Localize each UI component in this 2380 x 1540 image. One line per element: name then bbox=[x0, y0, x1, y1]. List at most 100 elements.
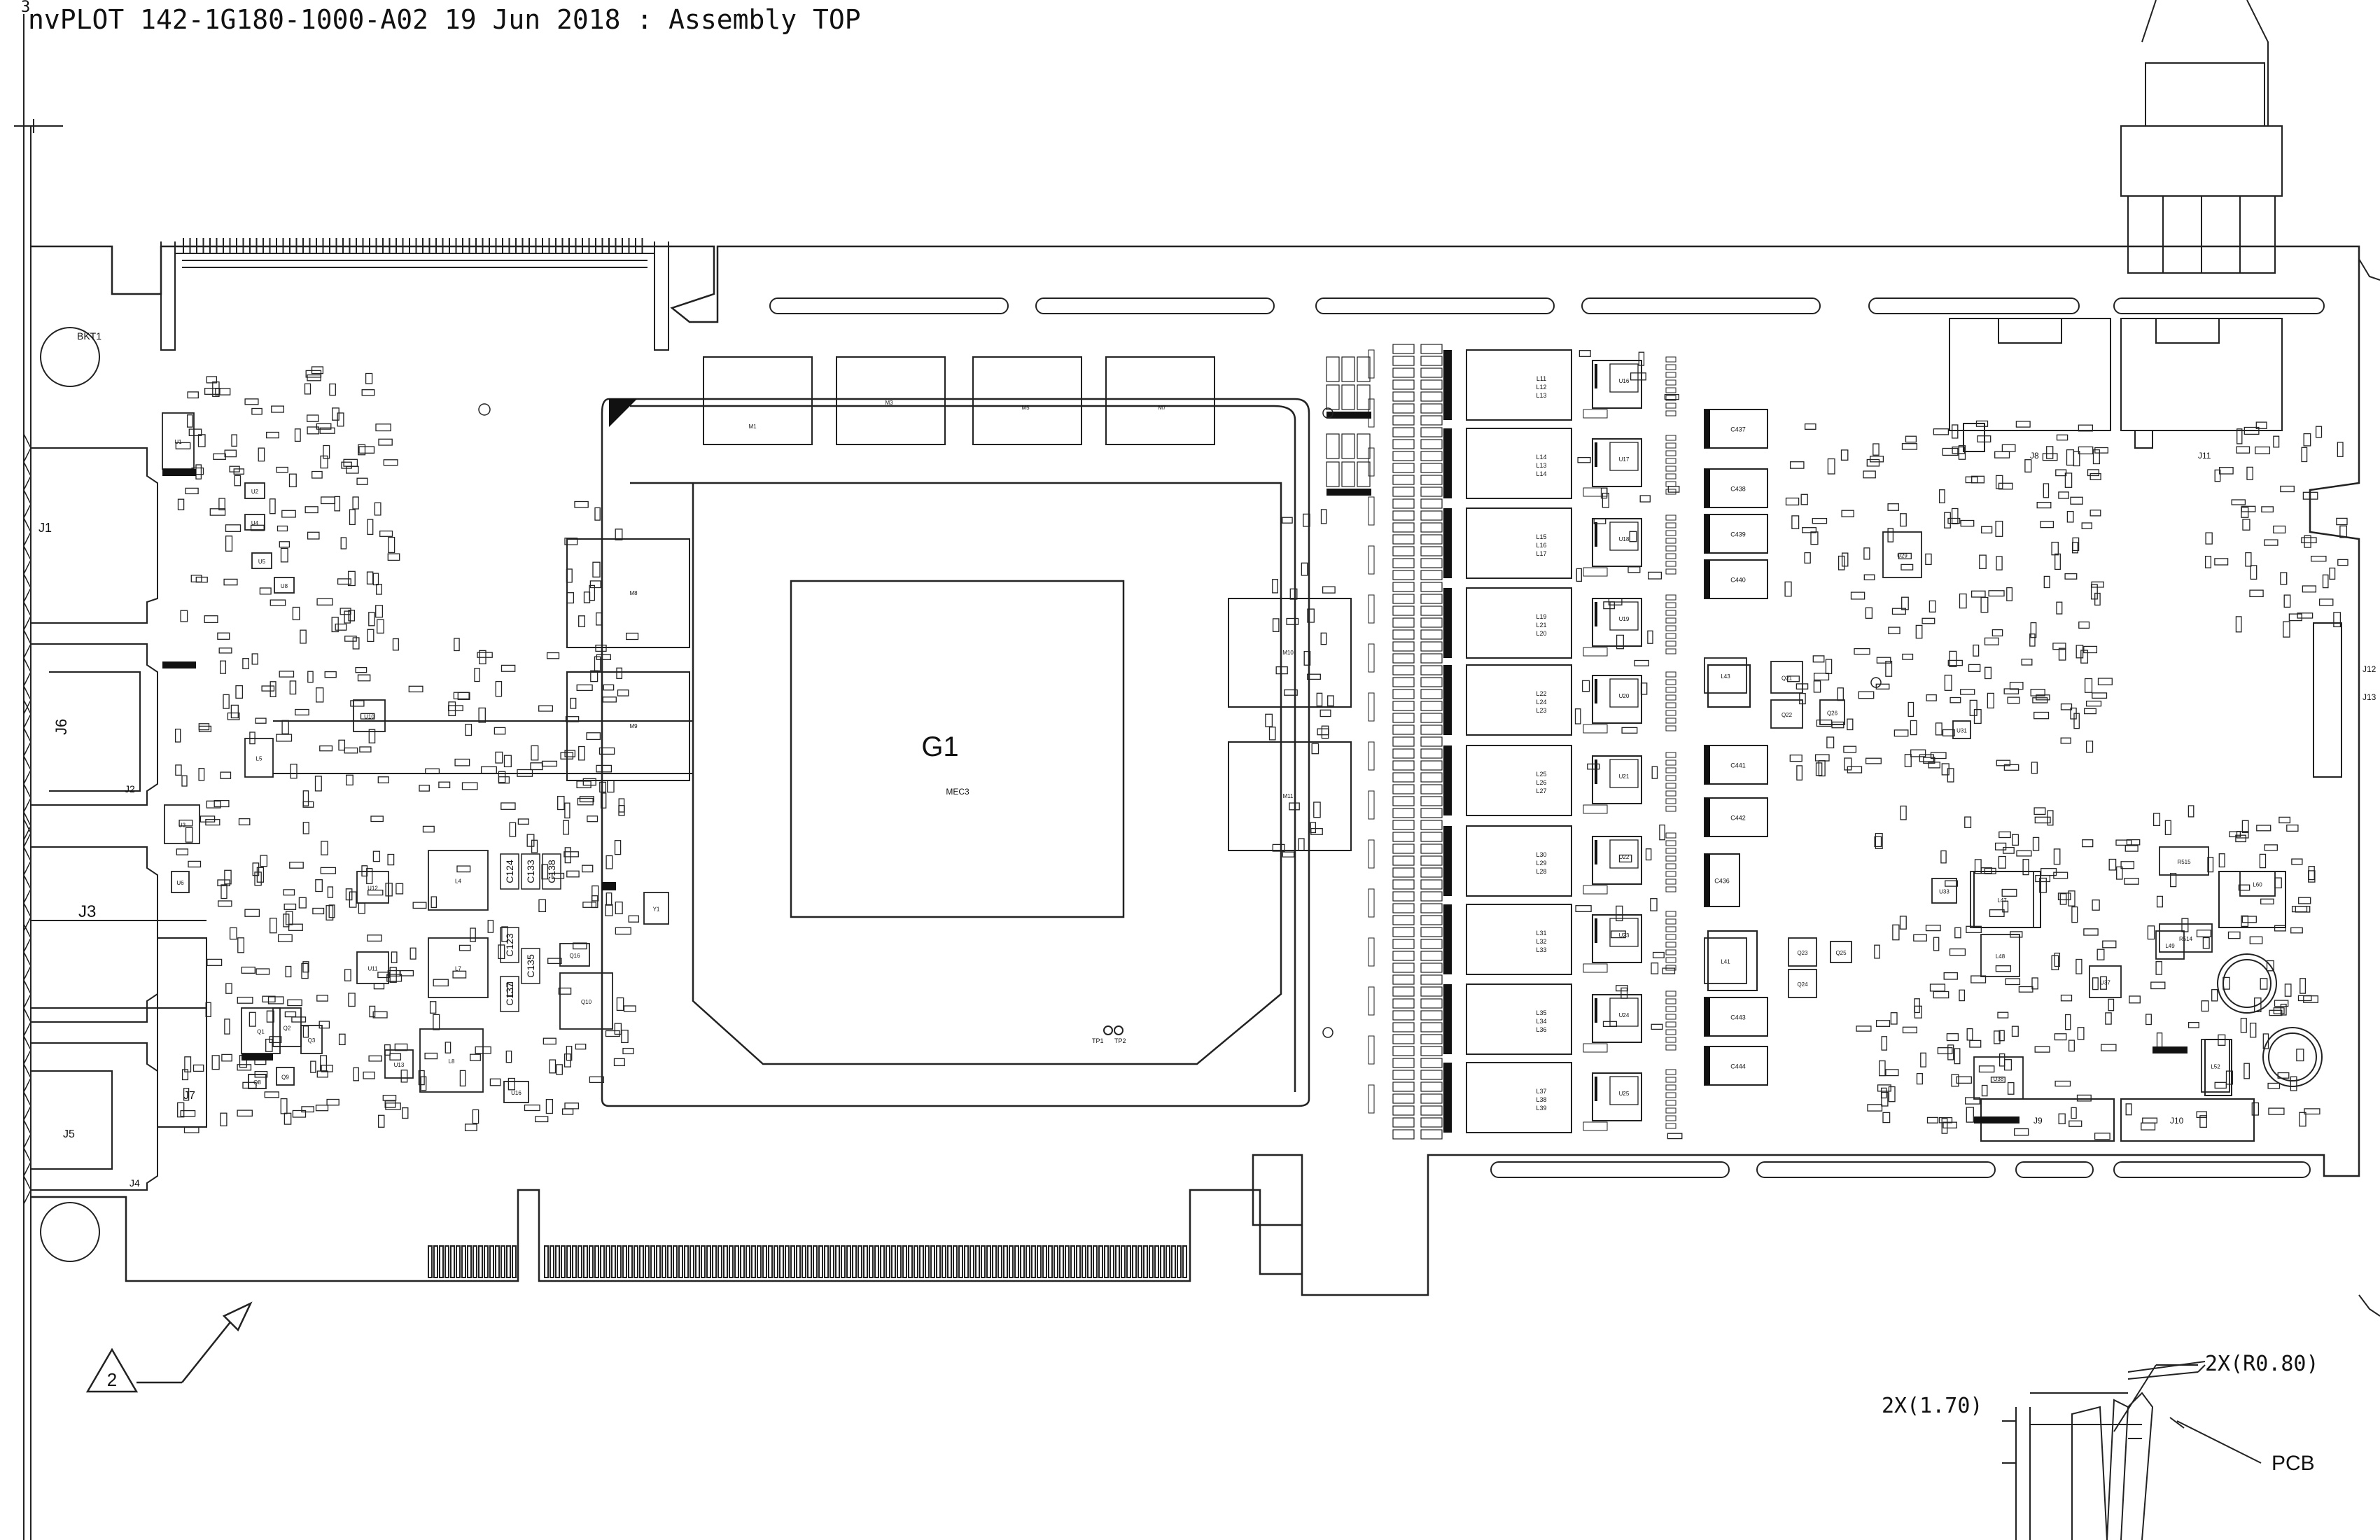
vrm-passive bbox=[1665, 473, 1676, 479]
smd-part bbox=[340, 608, 351, 615]
smd-part bbox=[367, 934, 382, 942]
cap-pad bbox=[1392, 808, 1415, 818]
smd-part bbox=[252, 862, 260, 876]
smd-part bbox=[2083, 645, 2098, 654]
smd-part bbox=[2218, 853, 2225, 868]
vrm-passive bbox=[1665, 863, 1676, 869]
smd-part bbox=[2245, 552, 2252, 567]
cap-pad bbox=[1392, 570, 1415, 580]
smd-part bbox=[2018, 986, 2033, 993]
smd-part bbox=[596, 764, 612, 773]
smd-part bbox=[276, 734, 293, 742]
smd-part bbox=[1994, 451, 2010, 458]
smd-part bbox=[438, 781, 451, 788]
smd-part bbox=[378, 438, 393, 446]
smd-part bbox=[1951, 507, 1959, 524]
smd-part bbox=[1581, 680, 1590, 692]
smd-part bbox=[542, 1037, 556, 1045]
smd-part bbox=[367, 519, 374, 536]
cap-pad bbox=[1392, 915, 1415, 925]
smd-part bbox=[2033, 711, 2050, 720]
cap-pad bbox=[1368, 692, 1375, 722]
test-points: TP1 TP2 bbox=[1092, 1026, 1126, 1044]
smd-part bbox=[1881, 1091, 1889, 1107]
vrm-passive bbox=[1665, 1092, 1676, 1098]
smd-part bbox=[566, 870, 580, 878]
component-label: Q21 bbox=[1782, 676, 1793, 682]
smd-part bbox=[2214, 469, 2221, 482]
smd-part bbox=[1923, 757, 1935, 764]
vrm-passive bbox=[1665, 402, 1676, 409]
smd-part bbox=[1919, 754, 1935, 762]
smd-part bbox=[2280, 572, 2288, 585]
smd-part bbox=[2299, 1112, 2306, 1127]
smd-part bbox=[1995, 475, 2003, 489]
cap-pad bbox=[1326, 461, 1340, 487]
smd-part bbox=[1289, 802, 1300, 811]
inductor-label: L11 bbox=[1536, 375, 1546, 382]
smd-part bbox=[285, 965, 292, 978]
smd-part bbox=[454, 758, 470, 766]
smd-part bbox=[498, 771, 506, 783]
smd-part bbox=[596, 612, 602, 626]
smd-part bbox=[2031, 762, 2038, 774]
smd-part bbox=[2244, 1063, 2250, 1079]
vrm-passive bbox=[1665, 1084, 1676, 1091]
smd-part bbox=[1630, 372, 1646, 381]
smd-part bbox=[2284, 983, 2292, 997]
smd-part bbox=[2236, 446, 2250, 454]
output-cap-label: C444 bbox=[1730, 1063, 1746, 1070]
cap-pad bbox=[1420, 415, 1443, 426]
component-outline bbox=[428, 937, 489, 998]
smd-part bbox=[583, 592, 591, 603]
smd-part bbox=[251, 407, 262, 415]
smd-part bbox=[400, 969, 414, 976]
smd-part bbox=[2090, 472, 2101, 480]
smd-part bbox=[2152, 813, 2161, 827]
smd-part bbox=[237, 1110, 253, 1117]
smd-part bbox=[621, 1030, 629, 1044]
cap-pad bbox=[1420, 677, 1443, 687]
smd-part bbox=[1900, 513, 1907, 527]
smd-part bbox=[1629, 531, 1637, 542]
vrm-passive bbox=[1665, 918, 1676, 925]
smd-part bbox=[1789, 754, 1802, 762]
cap-bar bbox=[1326, 412, 1371, 419]
smd-part bbox=[2051, 955, 2059, 971]
smd-part bbox=[396, 883, 404, 895]
cap-pad bbox=[1368, 349, 1375, 379]
vrm-passive bbox=[1665, 442, 1676, 449]
inductor-label: L24 bbox=[1536, 699, 1546, 706]
smd-part bbox=[321, 496, 336, 505]
smd-part bbox=[454, 638, 460, 652]
vrm-passive bbox=[1665, 775, 1676, 781]
smd-part bbox=[1951, 1074, 1959, 1087]
polarity-mark bbox=[2152, 1046, 2188, 1054]
smd-part bbox=[2003, 1059, 2012, 1071]
vrm-resistor bbox=[1583, 1043, 1608, 1053]
smd-part bbox=[266, 1010, 274, 1023]
smd-part bbox=[582, 778, 596, 786]
cap-pad bbox=[1420, 451, 1443, 461]
smd-part bbox=[1938, 1116, 1953, 1124]
smd-part bbox=[538, 705, 554, 712]
smd-part bbox=[1901, 596, 1909, 610]
smd-part bbox=[1282, 517, 1293, 524]
component-label: U37 bbox=[2100, 980, 2110, 986]
smd-part bbox=[594, 507, 601, 521]
cap-pad bbox=[1420, 606, 1443, 616]
smd-part bbox=[424, 1052, 438, 1060]
vrm-ic bbox=[1592, 914, 1642, 963]
cap-pad bbox=[1420, 522, 1443, 533]
smd-part bbox=[1994, 842, 2007, 850]
smd-part bbox=[507, 982, 513, 997]
smd-part bbox=[1981, 526, 1993, 534]
smd-part bbox=[2214, 558, 2229, 566]
smd-part bbox=[2240, 1018, 2247, 1033]
inductor-bar bbox=[1443, 588, 1452, 658]
smd-part bbox=[2219, 467, 2234, 475]
smd-part bbox=[500, 664, 516, 672]
cap-pad bbox=[1392, 1058, 1415, 1068]
smd-part bbox=[2056, 434, 2068, 441]
smd-part bbox=[464, 1124, 477, 1131]
